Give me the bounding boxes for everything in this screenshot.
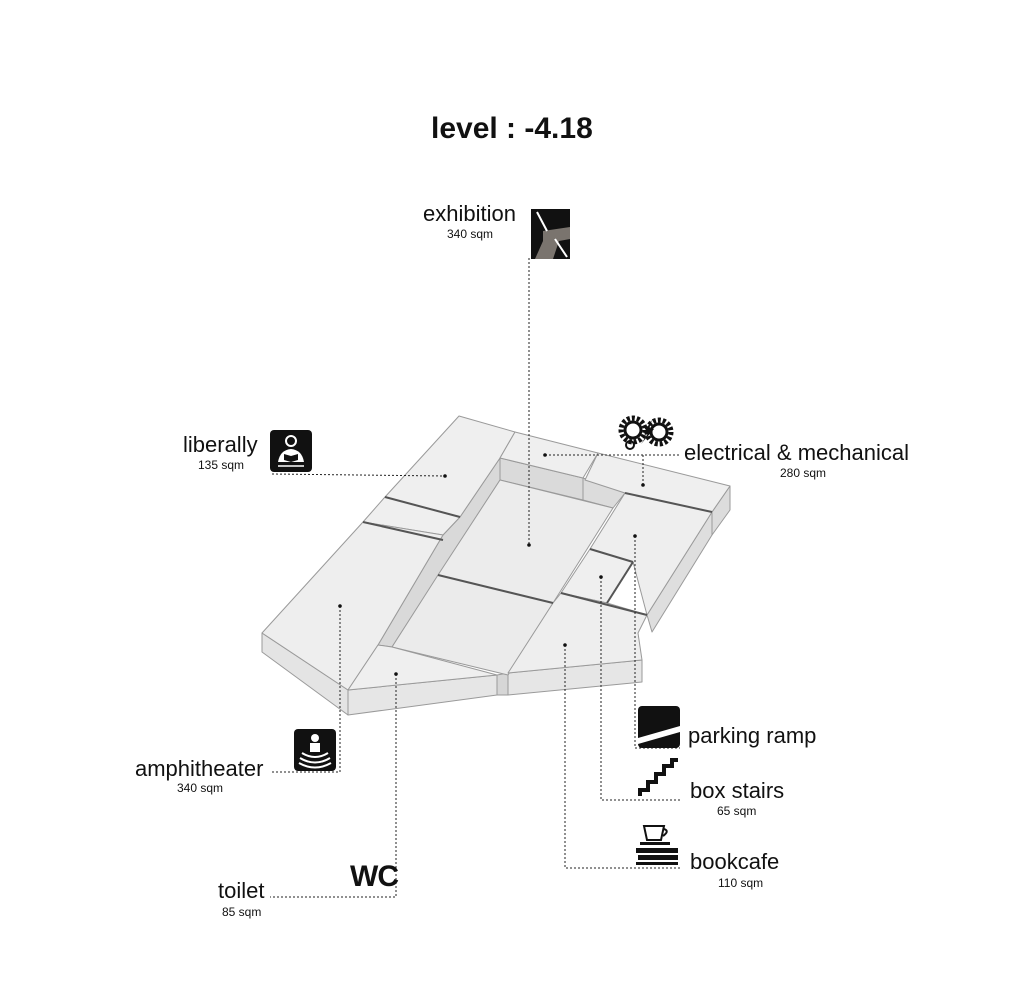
exhibition-label: exhibition bbox=[423, 201, 516, 226]
electrical-label: electrical & mechanical bbox=[684, 440, 909, 465]
amphitheater-area: 340 sqm bbox=[177, 781, 224, 795]
leader-lines bbox=[270, 258, 680, 898]
gap-face bbox=[496, 672, 509, 696]
liberally-block bbox=[384, 415, 516, 518]
parking-label: parking ramp bbox=[688, 723, 817, 748]
ramp-icon bbox=[638, 706, 680, 748]
liberally-label: liberally bbox=[183, 432, 258, 457]
liberally-area: 135 sqm bbox=[198, 458, 245, 472]
amphitheater-label: amphitheater bbox=[135, 756, 264, 781]
toilet-block bbox=[347, 644, 498, 691]
exhibition-icon bbox=[531, 209, 570, 259]
bookcafe-label: bookcafe bbox=[690, 849, 780, 874]
wc-icon: WC bbox=[350, 860, 399, 893]
bookcafe-area: 110 sqm bbox=[718, 876, 764, 890]
gear-wrench-icon bbox=[618, 415, 674, 450]
stairs-icon bbox=[638, 758, 678, 796]
stairs-area: 65 sqm bbox=[717, 804, 757, 818]
level-title: level : -4.18 bbox=[431, 112, 593, 145]
amphitheater-icon bbox=[294, 729, 336, 771]
toilet-label: toilet bbox=[218, 878, 265, 903]
toilet-area: 85 sqm bbox=[222, 905, 262, 919]
electrical-area: 280 sqm bbox=[780, 466, 827, 480]
exhibition-area: 340 sqm bbox=[447, 227, 494, 241]
cup-books-icon bbox=[636, 825, 678, 865]
library-reader-icon bbox=[270, 430, 312, 472]
stairs-label: box stairs bbox=[690, 778, 785, 803]
